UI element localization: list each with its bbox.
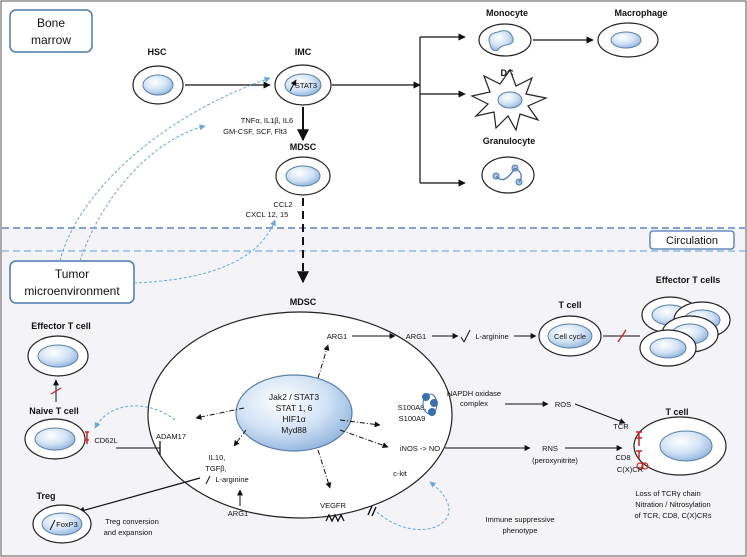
stat3-label: STAT3 [295, 81, 317, 90]
loss-line2: Nitration / Nitrosylation [635, 500, 710, 509]
t-cell-cycle: T cell Cell cycle [538, 300, 602, 357]
immune-feedback-arrow [376, 481, 450, 530]
effector-t-cells-cluster: Effector T cells [639, 275, 731, 367]
loss-line1: Loss of TCRγ chain [635, 489, 700, 498]
ccl2-label: CCL2 [273, 200, 292, 209]
vegfr-receptor-icon [325, 513, 345, 523]
cytokines-line1: TNFα, IL1β, IL6 [241, 116, 293, 125]
s100a9-label: S100A9 [399, 414, 426, 423]
foxp3-label: FoxP3 [56, 520, 78, 529]
naive-t-cell-label: Naive T cell [29, 406, 79, 416]
arrow-nucleus-vegfr [317, 449, 332, 489]
cytokines-line2: GM-CSF, SCF, Flt3 [223, 127, 287, 136]
core-line4: Myd88 [281, 425, 307, 435]
arrow-nucleus-adam17 [195, 407, 245, 420]
arrow-to-treg [77, 477, 201, 514]
cell-cycle-label: Cell cycle [554, 332, 586, 341]
bone-marrow-label-2: marrow [31, 33, 71, 47]
l-arginine-label: L-arginine [475, 332, 508, 341]
effector-t-cell-label: Effector T cell [31, 321, 91, 331]
circulation-box: Circulation [649, 230, 735, 250]
adam17-label: ADAM17 [156, 432, 186, 441]
nadph-line1: NAPDH oxidase [447, 389, 501, 398]
tumor-microenvironment-box: Tumor microenvironment [9, 260, 135, 304]
macrophage-cell: Macrophage [597, 8, 668, 58]
arrow-ros-tcell [574, 403, 626, 424]
nadph-line2: complex [460, 399, 488, 408]
foxp3-up-arrow [49, 519, 56, 531]
blocked-differentiation-mark [50, 387, 62, 395]
stat3-up-arrow [289, 79, 297, 92]
mdsc-top-label: MDSC [290, 142, 317, 152]
tcr-label: TCR [613, 422, 629, 431]
naive-t-cell: Naive T cell [24, 406, 89, 460]
cd62l-label: CD62L [94, 436, 117, 445]
cxcr-label: C(X)CR [617, 465, 644, 474]
tumor-label-1: Tumor [55, 267, 89, 281]
nadph-complex-icon [422, 393, 438, 416]
core-line1: Jak2 / STAT3 [269, 392, 320, 402]
immune-suppressive-line2: phenotype [502, 526, 537, 535]
treg-cell: Treg FoxP3 [32, 491, 92, 544]
blocked-proliferation-mark [617, 329, 627, 343]
arrow-nucleus-s100 [339, 419, 381, 428]
inos-label: iNOS -> NO [400, 444, 440, 453]
arg1-outer-label: ARG1 [406, 332, 426, 341]
il10-label: IL10, [209, 453, 226, 462]
effector-t-cell: Effector T cell [27, 321, 91, 377]
treg-conversion-line1: Treg conversion [105, 517, 159, 526]
peroxynitrite-label: (peroxynitrite) [532, 456, 578, 465]
imc-cell: IMC STAT3 [274, 47, 332, 106]
ros-label: ROS [555, 400, 571, 409]
cxcl-label: CXCL 12, 15 [246, 210, 289, 219]
arrow-nucleus-inos [339, 429, 389, 449]
tumor-signal-chemokines [133, 219, 276, 284]
vegfr-label: VEGFR [320, 501, 346, 510]
monocyte-label: Monocyte [486, 8, 528, 18]
core-line3: HIF1α [282, 414, 305, 424]
arg1-bottom-label: ARG1 [228, 509, 248, 518]
mdsc-top-cell: MDSC [275, 142, 331, 196]
larginine-down-arrow [463, 329, 471, 343]
granulocyte-label: Granulocyte [483, 136, 536, 146]
arrow-nucleus-arg1 [317, 344, 330, 379]
arg1-inner-label: ARG1 [327, 332, 347, 341]
treg-label: Treg [36, 491, 55, 501]
mdsc-main-label: MDSC [290, 297, 317, 307]
tgfb-label: TGFβ, [205, 464, 226, 473]
imc-label: IMC [295, 47, 312, 57]
macrophage-label: Macrophage [614, 8, 667, 18]
effector-t-cells-label: Effector T cells [656, 275, 721, 285]
t-cell-top-label: T cell [558, 300, 581, 310]
hsc-cell: HSC [132, 47, 184, 105]
dc-cell: DC [470, 68, 548, 132]
arrow-nucleus-il10 [233, 429, 247, 447]
tumor-signal-to-imc [59, 76, 271, 262]
adam17-cleavage-arrow [94, 405, 176, 429]
loss-line3: of TCR, CD8, C(X)CRs [635, 511, 712, 520]
bone-marrow-label-1: Bone [37, 16, 65, 30]
larginine-down-arrow-head [460, 336, 465, 343]
granulocyte-cell: Granulocyte [481, 136, 536, 194]
monocyte-cell: Monocyte [478, 8, 532, 57]
l-arginine-inner-label: L-arginine [215, 475, 248, 484]
bone-marrow-box: Bone marrow [9, 9, 93, 53]
t-cell-right-label: T cell [665, 407, 688, 417]
larginine-inner-down [205, 475, 211, 485]
treg-conversion-line2: and expansion [104, 528, 153, 537]
s100a8-label: S100A8, [398, 403, 427, 412]
core-line2: STAT 1, 6 [276, 403, 313, 413]
circulation-label: Circulation [666, 235, 718, 247]
cd8-label: CD8 [615, 453, 630, 462]
hsc-label: HSC [147, 47, 167, 57]
tumor-label-2: microenvironment [24, 284, 120, 298]
immune-suppressive-line1: Immune suppressive [485, 515, 554, 524]
ckit-receptor-icon [367, 505, 377, 517]
t-cell-right: T cell [633, 407, 727, 476]
ckit-label: c-kit [393, 469, 408, 478]
rns-label: RNS [542, 444, 558, 453]
mdsc-nucleus: Jak2 / STAT3 STAT 1, 6 HIF1α Myd88 [235, 374, 353, 452]
